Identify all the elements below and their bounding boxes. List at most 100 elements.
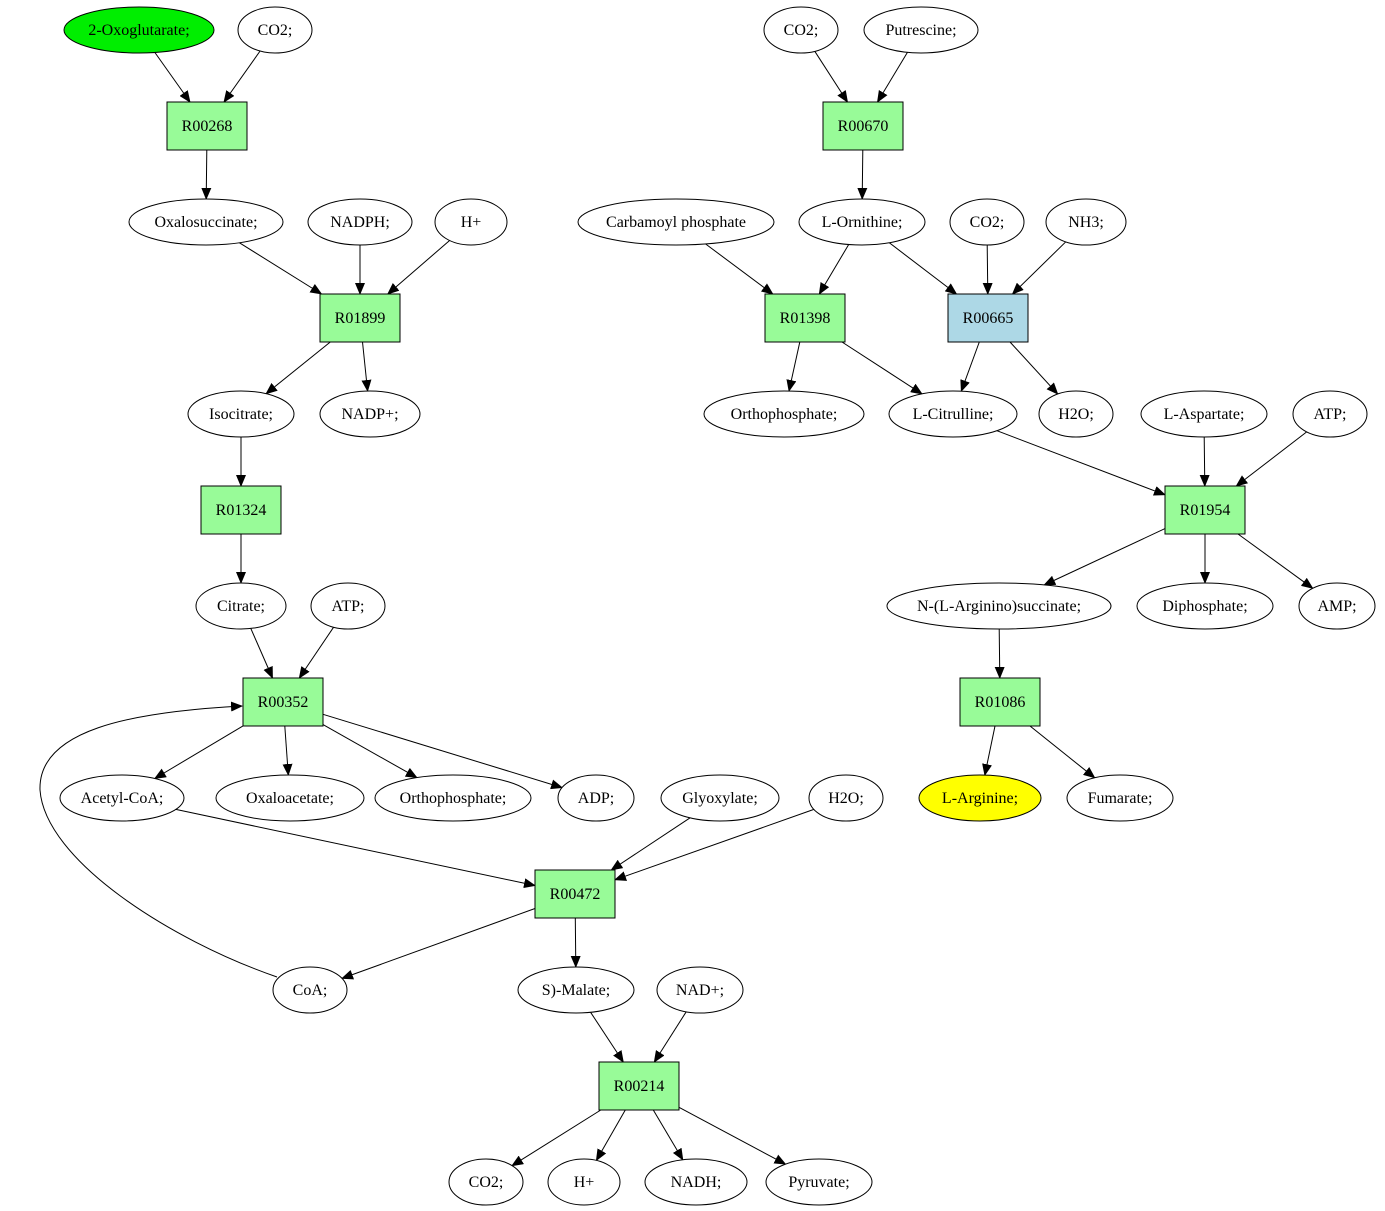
compound-ellipse [215,774,365,822]
edge-r00214-to-c_pyruvate [678,1106,787,1165]
compound-node-c_co2_c[interactable]: CO2; [763,6,839,54]
node-label: R01086 [975,694,1026,711]
node-label: R00665 [963,310,1014,327]
edge-c_oxalosuccinate-to-r01899 [239,242,323,295]
node-label: ATP; [1314,406,1347,423]
compound-node-c_atp_b[interactable]: ATP; [1292,390,1368,438]
edge-c_co2_c-to-r00670 [814,51,849,103]
compound-ellipse [1140,390,1268,438]
reaction-box [200,485,282,535]
edge-c_lcitrulline-to-r01954 [996,430,1166,496]
compound-node-c_nadpplus[interactable]: NADP+; [319,390,421,438]
compound-node-c_diphosphate[interactable]: Diphosphate; [1136,582,1274,630]
compound-ellipse [195,582,287,630]
nodes-layer: 2-Oxoglutarate; CO2; R00268Oxalosuccinate;… [59,6,1376,1206]
node-label: R00268 [182,118,233,135]
edge-c_lornithine-to-r00665 [888,242,958,295]
compound-node-c_hplus_a[interactable]: H+ [434,198,508,246]
node-label: R00214 [614,1078,665,1095]
compound-node-c_adp[interactable]: ADP; [557,774,635,822]
compound-node-c_nadplus[interactable]: NAD+; [656,966,744,1014]
compound-node-c_oxaloacetate[interactable]: Oxaloacetate; [215,774,365,822]
compound-node-c_citrate[interactable]: Citrate; [195,582,287,630]
reaction-node-r00352[interactable]: R00352 [242,677,324,727]
node-label: CO2; [469,1174,504,1191]
reaction-node-r01954[interactable]: R01954 [1164,485,1246,535]
compound-ellipse [644,1158,748,1206]
compound-ellipse [547,1158,621,1206]
compound-node-c_nh3[interactable]: NH3; [1045,198,1127,246]
compound-node-c_h2o_b[interactable]: H2O; [1038,390,1114,438]
edge-r00670-to-c_lornithine [857,149,868,200]
node-label: CoA; [293,982,328,999]
compound-node-c_co2_b[interactable]: CO2; [448,1158,524,1206]
compound-node-c_hplus_b[interactable]: H+ [547,1158,621,1206]
compound-node-c_larginine[interactable]: L-Arginine; [918,774,1042,822]
edge-r01954-to-c_nlarginino [1043,528,1166,586]
node-label: R00352 [258,694,309,711]
node-label: Isocitrate; [209,406,273,423]
reaction-node-r00214[interactable]: R00214 [598,1061,680,1111]
reaction-node-r01086[interactable]: R01086 [959,677,1041,727]
compound-node-c_nadph[interactable]: NADPH; [307,198,413,246]
node-label: H+ [461,214,482,231]
compound-node-c_lcitrulline[interactable]: L-Citrulline; [888,390,1018,438]
node-label: CO2; [784,22,819,39]
compound-ellipse [1045,198,1127,246]
compound-node-c_lornithine[interactable]: L-Ornithine; [798,198,926,246]
edge-r00268-to-c_oxalosuccinate [201,149,212,200]
compound-node-c_orthophosphate_a[interactable]: Orthophosphate; [374,774,532,822]
compound-ellipse [434,198,508,246]
reaction-box [319,293,401,343]
reaction-box [1164,485,1246,535]
compound-node-c_acetylcoa[interactable]: Acetyl-CoA; [59,774,185,822]
reaction-node-r01324[interactable]: R01324 [200,485,282,535]
edge-r00214-to-c_co2_b [511,1109,602,1167]
node-label: L-Arginine; [942,790,1018,807]
edge-c_laspartate-to-r01954 [1199,436,1210,487]
edge-c_hplus_a-to-r01899 [387,240,450,295]
compound-node-c_co2_a[interactable]: CO2; [237,6,313,54]
compound-node-c_h2o_a[interactable]: H2O; [808,774,884,822]
compound-node-c_pyruvate[interactable]: Pyruvate; [765,1158,873,1206]
node-label: ATP; [332,598,365,615]
compound-node-c_glyoxylate[interactable]: Glyoxylate; [660,774,780,822]
reaction-node-r00665[interactable]: R00665 [947,293,1029,343]
compound-ellipse [237,6,313,54]
compound-node-c_nadh[interactable]: NADH; [644,1158,748,1206]
compound-node-c_laspartate[interactable]: L-Aspartate; [1140,390,1268,438]
compound-node-c_smalate[interactable]: S)-Malate; [517,966,635,1014]
node-label: Carbamoyl phosphate [606,214,746,231]
compound-node-c_isocitrate[interactable]: Isocitrate; [187,390,295,438]
compound-ellipse [1298,582,1376,630]
compound-node-c_2oxo[interactable]: 2-Oxoglutarate; [63,6,215,54]
edge-c_2oxo-to-r00268 [154,52,191,103]
compound-ellipse [918,774,1042,822]
compound-node-c_coa[interactable]: CoA; [272,966,348,1014]
edge-r01086-to-c_fumarate [1029,725,1096,779]
reaction-node-r00268[interactable]: R00268 [166,101,248,151]
reaction-node-r01899[interactable]: R01899 [319,293,401,343]
compound-node-c_putrescine[interactable]: Putrescine; [863,6,979,54]
node-label: Oxaloacetate; [246,790,334,807]
compound-node-c_co2_d[interactable]: CO2; [949,198,1025,246]
node-label: NAD+; [676,982,724,999]
reaction-box [534,869,616,919]
compound-node-c_oxalosuccinate[interactable]: Oxalosuccinate; [128,198,284,246]
compound-node-c_fumarate[interactable]: Fumarate; [1066,774,1174,822]
compound-node-c_atp_a[interactable]: ATP; [310,582,386,630]
edge-c_glyoxylate-to-r00472 [610,817,691,871]
reaction-node-r00472[interactable]: R00472 [534,869,616,919]
reaction-node-r01398[interactable]: R01398 [764,293,846,343]
compound-node-c_orthophosphate_b[interactable]: Orthophosphate; [703,390,865,438]
reaction-node-r00670[interactable]: R00670 [822,101,904,151]
node-label: NADH; [671,1174,722,1191]
node-label: R00472 [550,886,601,903]
compound-node-c_nlarginino[interactable]: N-(L-Arginino)succinate; [886,582,1112,630]
node-label: N-(L-Arginino)succinate; [917,598,1081,615]
compound-node-c_carbamoyl[interactable]: Carbamoyl phosphate [577,198,775,246]
edge-r00665-to-c_h2o_b [1009,341,1059,395]
compound-ellipse [660,774,780,822]
compound-node-c_amp[interactable]: AMP; [1298,582,1376,630]
node-label: Glyoxylate; [682,790,758,807]
